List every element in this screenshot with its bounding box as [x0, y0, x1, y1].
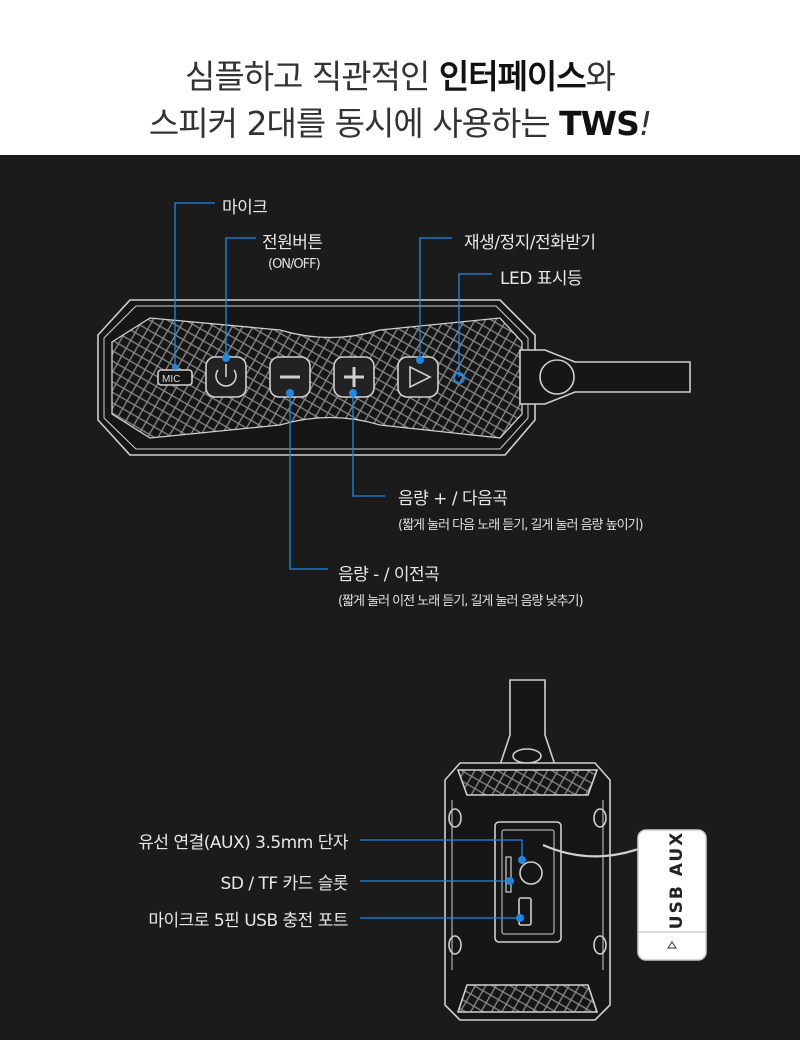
label-power-sub: (ON/OFF)	[268, 257, 321, 272]
headline-emphasis: 인터페이스	[438, 57, 587, 96]
header-banner: 심플하고 직관적인 인터페이스와 스피커 2대를 동시에 사용하는 TWS!	[0, 0, 800, 155]
headline-line-2: 스피커 2대를 동시에 사용하는 TWS!	[0, 97, 800, 145]
label-play-pause-call: 재생/정지/전화받기	[464, 233, 596, 253]
label-led-indicator: LED 표시등	[500, 269, 583, 289]
callout-lines-front	[174, 202, 492, 570]
headline-text: 심플하고 직관적인	[184, 57, 439, 96]
headline-text: 스피커 2대를 동시에 사용하는	[148, 104, 560, 143]
label-power-button: 전원버튼	[262, 233, 323, 253]
label-usb-port: 마이크로 5핀 USB 충전 포트	[148, 911, 348, 931]
label-volume-down-sub: (짧게 눌러 이전 노래 듣기, 길게 눌러 음량 낮추기)	[338, 594, 584, 609]
label-sd-slot: SD / TF 카드 슬롯	[220, 874, 349, 894]
headline-line-1: 심플하고 직관적인 인터페이스와	[0, 50, 800, 98]
mic-marking: MIC	[162, 374, 180, 385]
label-aux-port: 유선 연결(AUX) 3.5mm 단자	[138, 833, 348, 853]
headline-text: 와	[585, 57, 616, 96]
headline-text: !	[638, 104, 652, 143]
speaker-side-view	[444, 679, 707, 1021]
callout-dots	[172, 354, 424, 397]
label-volume-up-sub: (짧게 눌러 다음 노래 듣기, 길게 눌러 음량 높이기)	[398, 518, 644, 533]
callout-dots-side	[506, 856, 526, 922]
usb-aux-dongle-label: USB AUX	[667, 831, 687, 929]
label-volume-down-prev: 음량 - / 이전곡	[338, 565, 440, 585]
label-volume-up-next: 음량 + / 다음곡	[398, 489, 508, 509]
speaker-front-view	[97, 299, 691, 456]
label-mic: 마이크	[222, 198, 268, 218]
callout-lines-side	[360, 839, 523, 919]
headline-emphasis: TWS	[559, 104, 640, 143]
